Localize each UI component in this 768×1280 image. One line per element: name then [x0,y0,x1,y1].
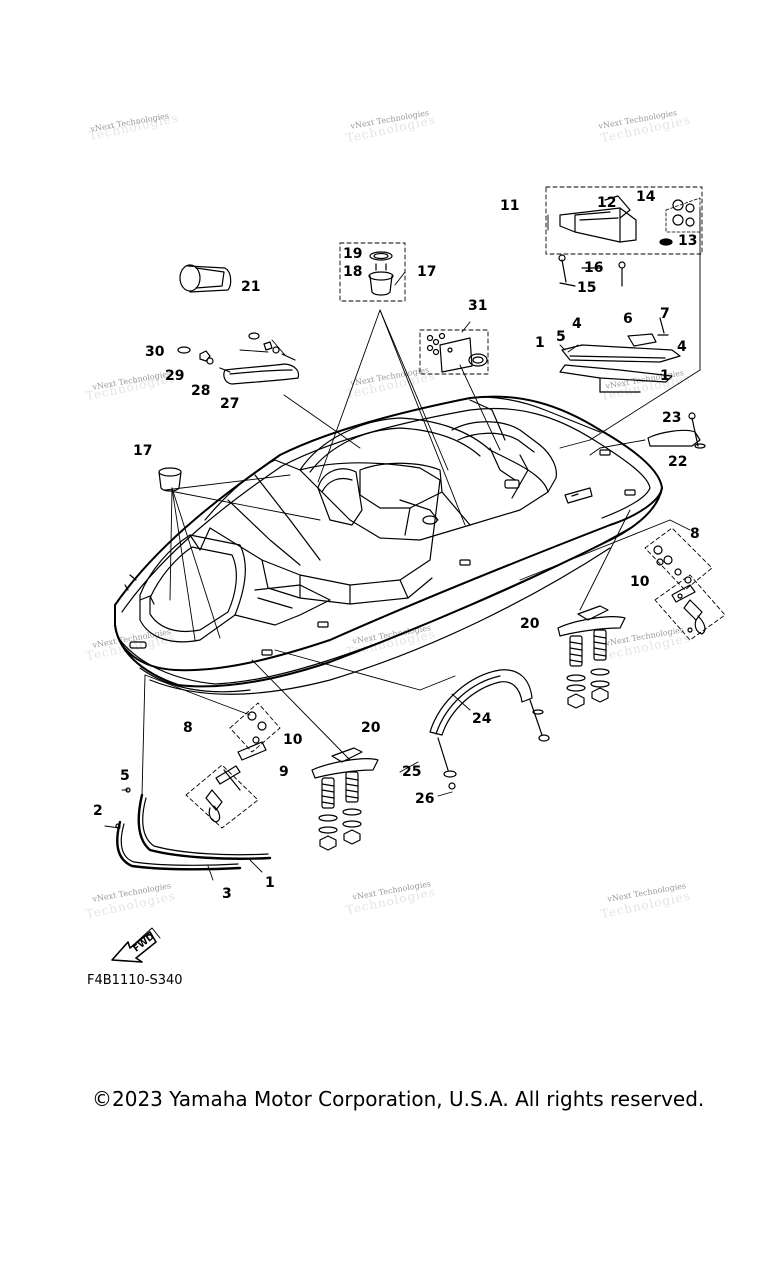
callout-6: 6 [623,311,633,327]
callout-28: 28 [191,383,210,399]
hook-group-left [185,702,281,829]
callout-5: 5 [556,329,566,345]
callout-12: 12 [597,195,616,211]
grab-handle-group [177,332,300,385]
callout-30: 30 [145,344,165,360]
callout-7: 7 [660,306,670,322]
drawing-code: F4B1110-S340 [87,973,183,988]
copyright-notice: ©2023 Yamaha Motor Corporation, U.S.A. A… [92,1087,705,1111]
callout-19: 19 [343,246,362,262]
callout-16: 16 [584,260,603,276]
hook-group-right [644,527,726,641]
callouts: 11 12 14 13 16 15 19 18 17 21 31 7 6 4 5… [93,189,700,902]
cleat-left [311,747,379,851]
callout-20-left: 20 [361,720,381,736]
callout-27: 27 [220,396,239,412]
callout-24: 24 [472,711,492,727]
callout-15: 15 [577,280,596,296]
switch-panel-group [419,329,489,375]
side-rail-group [559,317,681,393]
callout-18: 18 [343,264,362,280]
callout-1-right: 1 [660,368,670,384]
callout-31: 31 [468,298,487,314]
fwd-arrow-icon [111,927,161,963]
boat-hull [114,395,663,695]
callout-25: 25 [402,764,421,780]
callout-22: 22 [668,454,687,470]
stern-eye-part [647,412,706,449]
callout-26: 26 [415,791,434,807]
callout-17-top: 17 [417,264,436,280]
callout-29: 29 [165,368,184,384]
callout-11: 11 [500,198,519,214]
callout-10-right: 10 [630,574,650,590]
callout-4-top: 4 [572,316,582,332]
callout-5-left: 5 [120,768,130,784]
bracket-group [545,186,703,287]
bow-rail-group [429,669,550,790]
rub-rail-group [115,787,272,871]
callout-2: 2 [93,803,103,819]
callout-21: 21 [241,279,260,295]
callout-17-left: 17 [133,443,152,459]
callout-23: 23 [662,410,681,426]
cup-holder-group [158,242,406,492]
callout-1-bottom: 1 [265,875,275,891]
callout-8-left: 8 [183,720,193,736]
callout-1-top: 1 [535,335,545,351]
callout-4-right: 4 [677,339,687,355]
cleat-right [557,605,626,709]
callout-10-left: 10 [283,732,303,748]
callout-20-right: 20 [520,616,540,632]
callout-8-right: 8 [690,526,700,542]
callout-3: 3 [222,886,232,902]
callout-13: 13 [678,233,697,249]
mirror-part [179,264,232,293]
callout-14: 14 [636,189,656,205]
callout-9: 9 [279,764,289,780]
